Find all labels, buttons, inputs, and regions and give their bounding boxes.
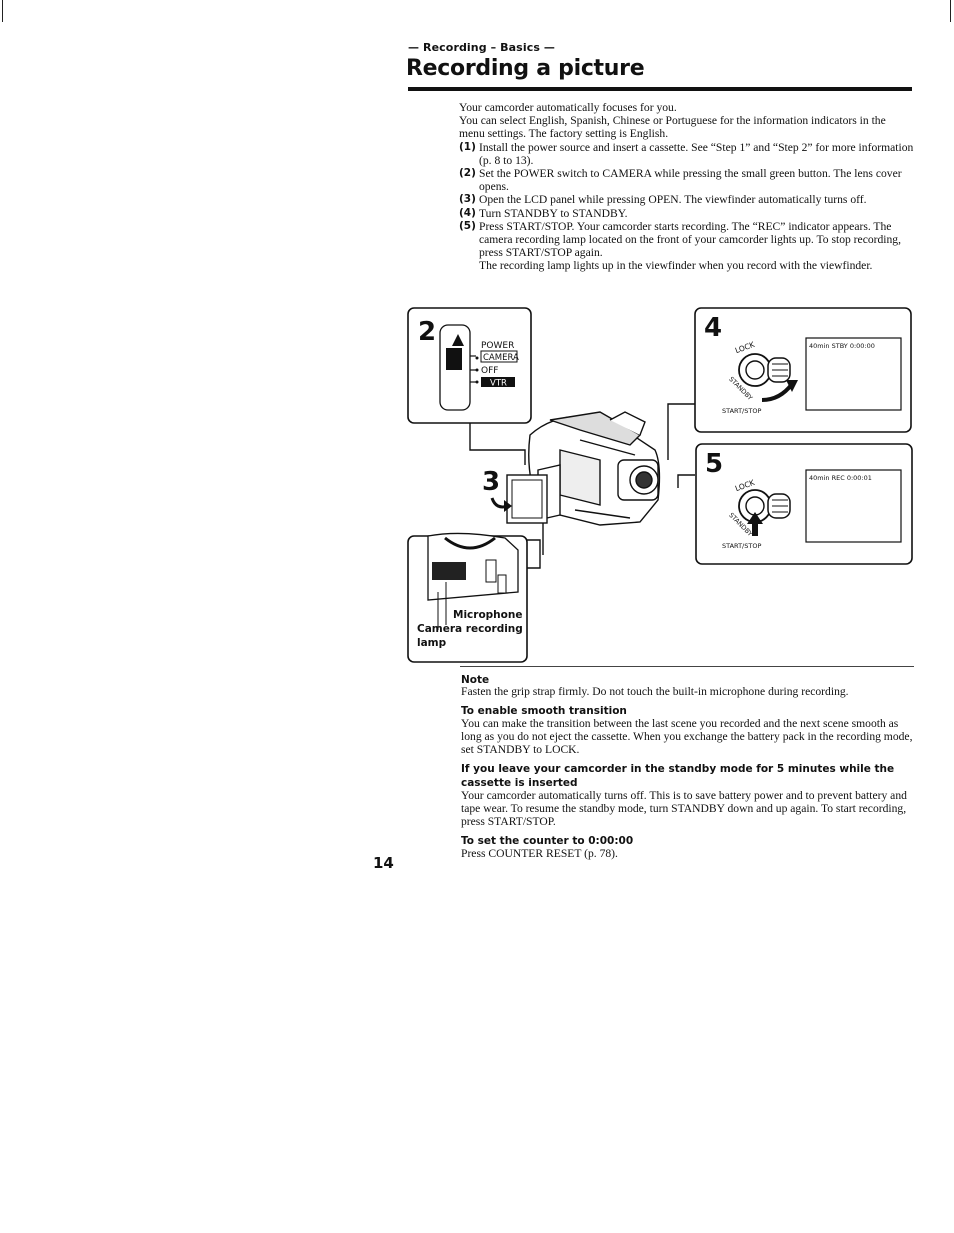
note-body: Your camcorder automatically turns off. … [461, 789, 907, 829]
step-text: Open the LCD panel while pressing OPEN. … [479, 193, 867, 207]
note-heading: If you leave your camcorder in the stand… [461, 763, 895, 789]
page-number: 14 [373, 854, 394, 872]
step-number: (1) [459, 140, 476, 153]
scan-edge-left [2, 0, 3, 22]
start-stop-label: START/STOP [722, 407, 761, 415]
note-heading: Note [461, 674, 490, 686]
connector-line [527, 539, 541, 569]
panel-step-5: 5 LOCK STANDBY START/STOP 40min REC 0:00… [695, 443, 913, 565]
step-item: (1) Install the power source and insert … [459, 141, 914, 167]
step-item: (3) Open the LCD panel while pressing OP… [459, 193, 914, 206]
note-body: Fasten the grip strap firmly. Do not tou… [461, 685, 849, 698]
option-off: OFF [481, 366, 498, 376]
intro-text: Your camcorder automatically focuses for… [459, 101, 914, 273]
panel-step-2: 2 POWER CAMERA OFF VTR [407, 307, 532, 424]
display-readout: 40min STBY 0:00:00 [809, 342, 875, 350]
step-list: (1) Install the power source and insert … [459, 141, 914, 273]
note-body: Press COUNTER RESET (p. 78). [461, 847, 618, 860]
panel-number: 3 [482, 467, 500, 497]
intro-line-1: Your camcorder automatically focuses for… [459, 101, 677, 114]
panel-number: 2 [418, 317, 436, 347]
step-text: Press START/STOP. Your camcorder starts … [479, 219, 902, 260]
front-detail-panel: Microphone Camera recording lamp [407, 532, 528, 663]
step-number: (5) [459, 219, 476, 232]
recording-illustration: 2 POWER CAMERA OFF VTR 4 LOCK STANDBY ST… [407, 307, 913, 663]
microphone-callout: Microphone [453, 609, 522, 621]
step-number: (4) [459, 206, 476, 219]
camera-lamp-callout-line2: lamp [417, 637, 447, 649]
title-rule [408, 87, 912, 91]
note-heading: To set the counter to 0:00:00 [461, 835, 634, 847]
camera-lamp-callout: Camera recording [417, 623, 523, 635]
step-number: (2) [459, 167, 476, 180]
step-text: Turn STANDBY to STANDBY. [479, 206, 628, 220]
standby-dial-icon [738, 353, 772, 387]
step-text: Install the power source and insert a ca… [479, 140, 914, 167]
step-item: (5) Press START/STOP. Your camcorder sta… [459, 220, 914, 273]
step-item: (2) Set the POWER switch to CAMERA while… [459, 167, 914, 193]
notes-rule [460, 666, 914, 667]
connector-line [667, 403, 695, 460]
intro-line-2: You can select English, Spanish, Chinese… [459, 114, 886, 141]
press-arrow-icon [747, 512, 763, 536]
step-number: (3) [459, 193, 476, 206]
option-camera: CAMERA [483, 353, 519, 363]
panel-number: 4 [704, 313, 722, 343]
viewfinder-display [805, 469, 902, 543]
note-body: You can make the transition between the … [461, 717, 913, 757]
power-switch-label: POWER [481, 341, 514, 351]
step-extra-text: The recording lamp lights up in the view… [479, 259, 873, 273]
panel-number: 5 [705, 449, 723, 479]
display-readout: 40min REC 0:00:01 [809, 474, 872, 482]
panel-step-4: 4 LOCK STANDBY START/STOP 40min STBY 0:0… [694, 307, 912, 433]
option-vtr: VTR [490, 379, 507, 389]
camcorder-drawing [506, 411, 661, 526]
connector-line [677, 474, 695, 488]
scan-edge-right [950, 0, 951, 22]
connector-line [469, 423, 526, 465]
section-label: — Recording – Basics — [408, 41, 555, 54]
step-text: Set the POWER switch to CAMERA while pre… [479, 167, 902, 194]
start-stop-label: START/STOP [722, 542, 761, 550]
step-item: (4) Turn STANDBY to STANDBY. [459, 207, 914, 220]
viewfinder-display [805, 337, 902, 411]
note-heading: To enable smooth transition [461, 705, 627, 717]
page-title: Recording a picture [406, 56, 645, 81]
